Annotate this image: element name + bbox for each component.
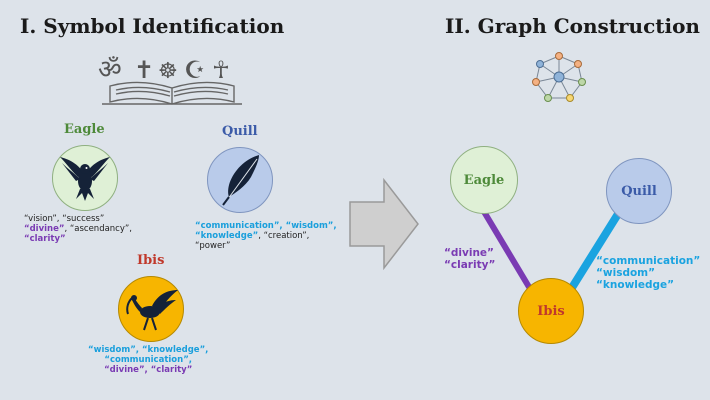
cross-symbol-icon: ✝ — [134, 56, 154, 84]
graph-node-ibis: Ibis — [518, 278, 584, 344]
section-title-symbol-identification: I. Symbol Identification — [20, 14, 285, 38]
ibis-symbol-circle — [118, 276, 184, 342]
edge-eagle-ibis — [477, 203, 535, 294]
edge-label-eagle-ibis: “divine” “clarity” — [444, 247, 496, 271]
quill-keywords: “communication”, “wisdom”, “knowledge”, … — [195, 221, 337, 251]
eagle-icon — [60, 157, 110, 201]
symbol-label-quill: Quill — [222, 124, 258, 139]
eagle-keywords: “vision”, “success” “divine”, “ascendanc… — [24, 214, 132, 244]
religious-symbols-book-icon: ॐ ✝ ☸ ☪ ☥ — [98, 55, 242, 105]
section-title-graph-construction: II. Graph Construction — [445, 14, 700, 38]
ibis-bird-icon — [126, 290, 178, 331]
graph-node-quill: Quill — [606, 158, 672, 224]
graph-node-eagle: Eagle — [450, 146, 518, 214]
symbol-label-eagle: Eagle — [64, 122, 105, 137]
ankh-symbol-icon: ☥ — [212, 56, 230, 84]
network-graph-icon — [532, 52, 586, 102]
ibis-keywords: “wisdom”, “knowledge”, “communication”, … — [88, 345, 209, 375]
quill-feather-icon — [222, 155, 259, 206]
star-crescent-symbol-icon: ☪ — [184, 56, 206, 84]
right-arrow-icon — [349, 178, 419, 270]
symbol-label-ibis: Ibis — [137, 253, 165, 268]
dharma-symbol-icon: ☸ — [158, 59, 178, 84]
edge-label-quill-ibis: “communication” “wisdom” “knowledge” — [596, 255, 701, 291]
eagle-symbol-circle — [52, 145, 118, 211]
edge-quill-ibis — [564, 211, 622, 297]
om-symbol-icon: ॐ — [98, 55, 122, 85]
quill-symbol-circle — [207, 147, 273, 213]
